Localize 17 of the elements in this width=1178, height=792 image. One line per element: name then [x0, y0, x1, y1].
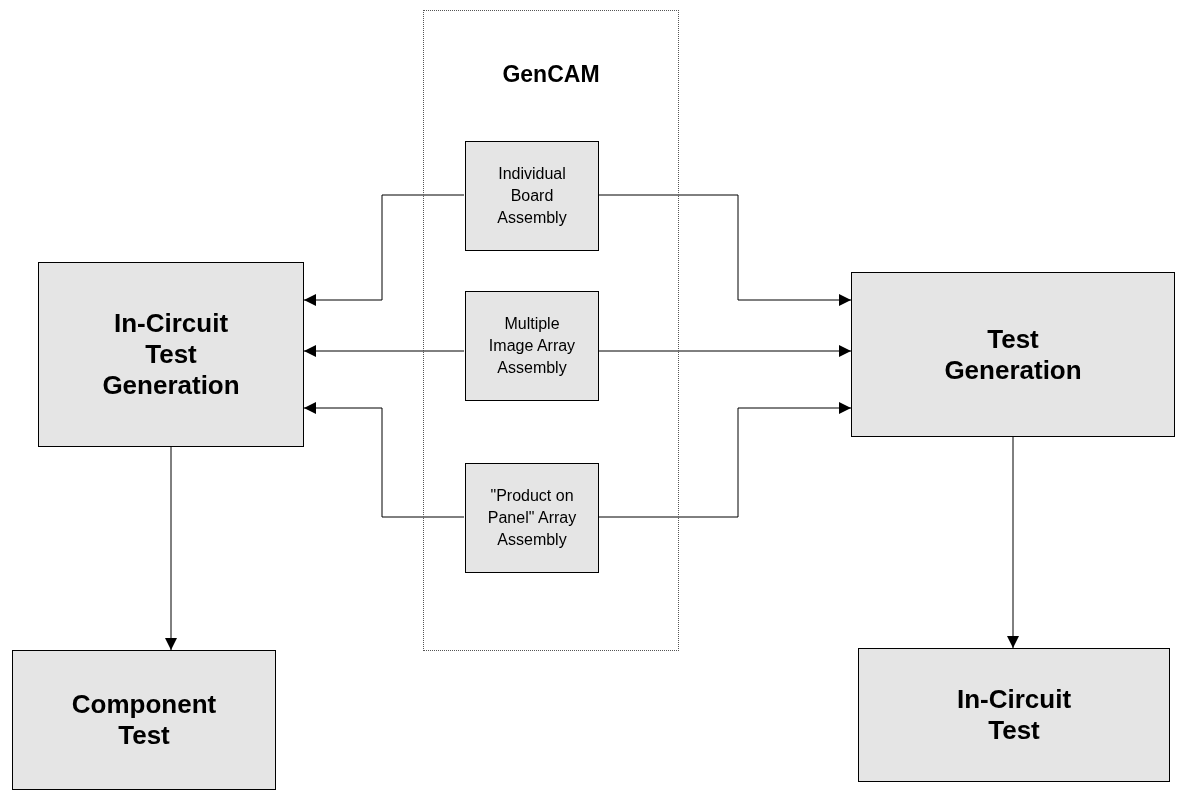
- process-box: Multiple Image Array Assembly: [465, 291, 599, 401]
- arrow: [303, 402, 465, 518]
- process-box: In-Circuit Test: [858, 648, 1170, 782]
- arrow: [1007, 436, 1019, 649]
- process-box: Individual Board Assembly: [465, 141, 599, 251]
- arrow: [165, 446, 177, 651]
- process-box: In-Circuit Test Generation: [38, 262, 304, 447]
- arrow: [303, 194, 465, 306]
- arrow: [303, 345, 465, 357]
- arrow: [597, 402, 852, 518]
- process-box: Component Test: [12, 650, 276, 790]
- dotted-group-frame: [423, 10, 679, 651]
- arrow: [597, 194, 852, 306]
- arrow: [597, 345, 852, 357]
- group-title: GenCAM: [501, 61, 601, 88]
- process-box: "Product on Panel" Array Assembly: [465, 463, 599, 573]
- process-box: Test Generation: [851, 272, 1175, 437]
